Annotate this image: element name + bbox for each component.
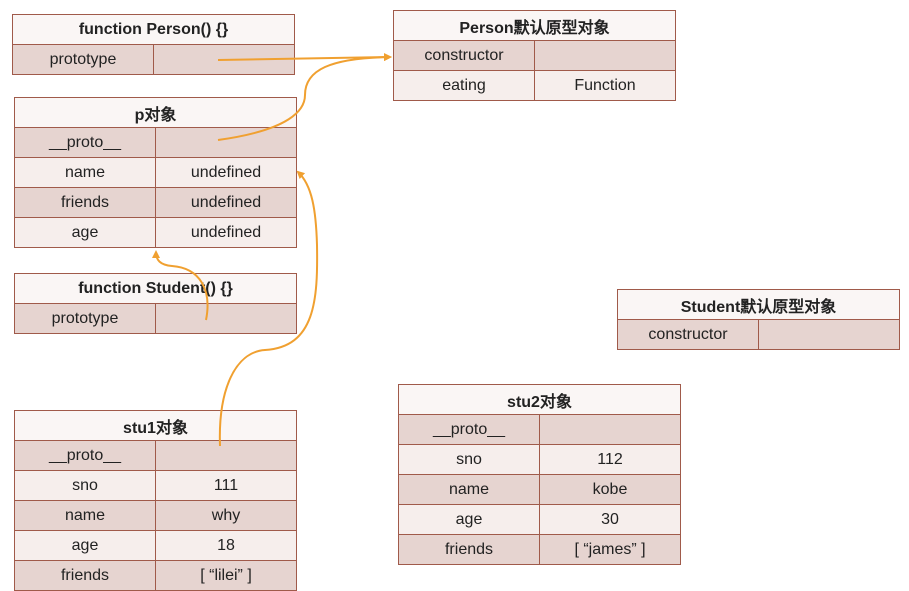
value-cell: 30 (539, 504, 681, 535)
key-cell: name (398, 474, 540, 505)
value-cell: undefined (155, 217, 297, 248)
student-prototype-table: Student默认原型对象 constructor (617, 289, 900, 350)
value-cell: kobe (539, 474, 681, 505)
value-cell (153, 44, 295, 75)
value-cell: 18 (155, 530, 297, 561)
table-title: Student默认原型对象 (617, 289, 900, 320)
value-cell (534, 40, 676, 71)
stu2-object-table: stu2对象 __proto__ sno 112 name kobe age 3… (398, 384, 681, 565)
student-constructor-table: function Student() {} prototype (13, 273, 298, 334)
value-cell (154, 303, 298, 334)
key-cell: __proto__ (398, 414, 540, 445)
value-cell (155, 127, 297, 158)
value-cell: undefined (155, 187, 297, 218)
value-cell (539, 414, 681, 445)
value-cell: 112 (539, 444, 681, 475)
key-cell: name (14, 157, 156, 188)
key-cell: eating (393, 70, 535, 101)
table-title: function Student() {} (13, 273, 298, 304)
value-cell: Function (534, 70, 676, 101)
key-cell: sno (398, 444, 540, 475)
key-cell: sno (14, 470, 156, 501)
value-cell: [ “lilei” ] (155, 560, 297, 591)
key-cell: constructor (617, 319, 759, 350)
value-cell (155, 440, 297, 471)
p-object-table: p对象 __proto__ name undefined friends und… (14, 97, 297, 248)
table-title: Person默认原型对象 (393, 10, 676, 41)
value-cell: 111 (155, 470, 297, 501)
table-title: stu1对象 (14, 410, 297, 441)
key-cell: __proto__ (14, 440, 156, 471)
key-cell: prototype (14, 303, 156, 334)
key-cell: age (398, 504, 540, 535)
value-cell: [ “james” ] (539, 534, 681, 565)
key-cell: prototype (12, 44, 154, 75)
key-cell: constructor (393, 40, 535, 71)
table-title: stu2对象 (398, 384, 681, 415)
table-title: function Person() {} (12, 14, 295, 45)
key-cell: __proto__ (14, 127, 156, 158)
person-constructor-table: function Person() {} prototype (12, 14, 295, 75)
value-cell: why (155, 500, 297, 531)
key-cell: name (14, 500, 156, 531)
person-prototype-table: Person默认原型对象 constructor eating Function (393, 10, 676, 101)
stu1-object-table: stu1对象 __proto__ sno 111 name why age 18… (14, 410, 297, 591)
table-title: p对象 (14, 97, 297, 128)
key-cell: friends (398, 534, 540, 565)
value-cell (758, 319, 900, 350)
key-cell: friends (14, 560, 156, 591)
key-cell: age (14, 530, 156, 561)
key-cell: age (14, 217, 156, 248)
value-cell: undefined (155, 157, 297, 188)
key-cell: friends (14, 187, 156, 218)
